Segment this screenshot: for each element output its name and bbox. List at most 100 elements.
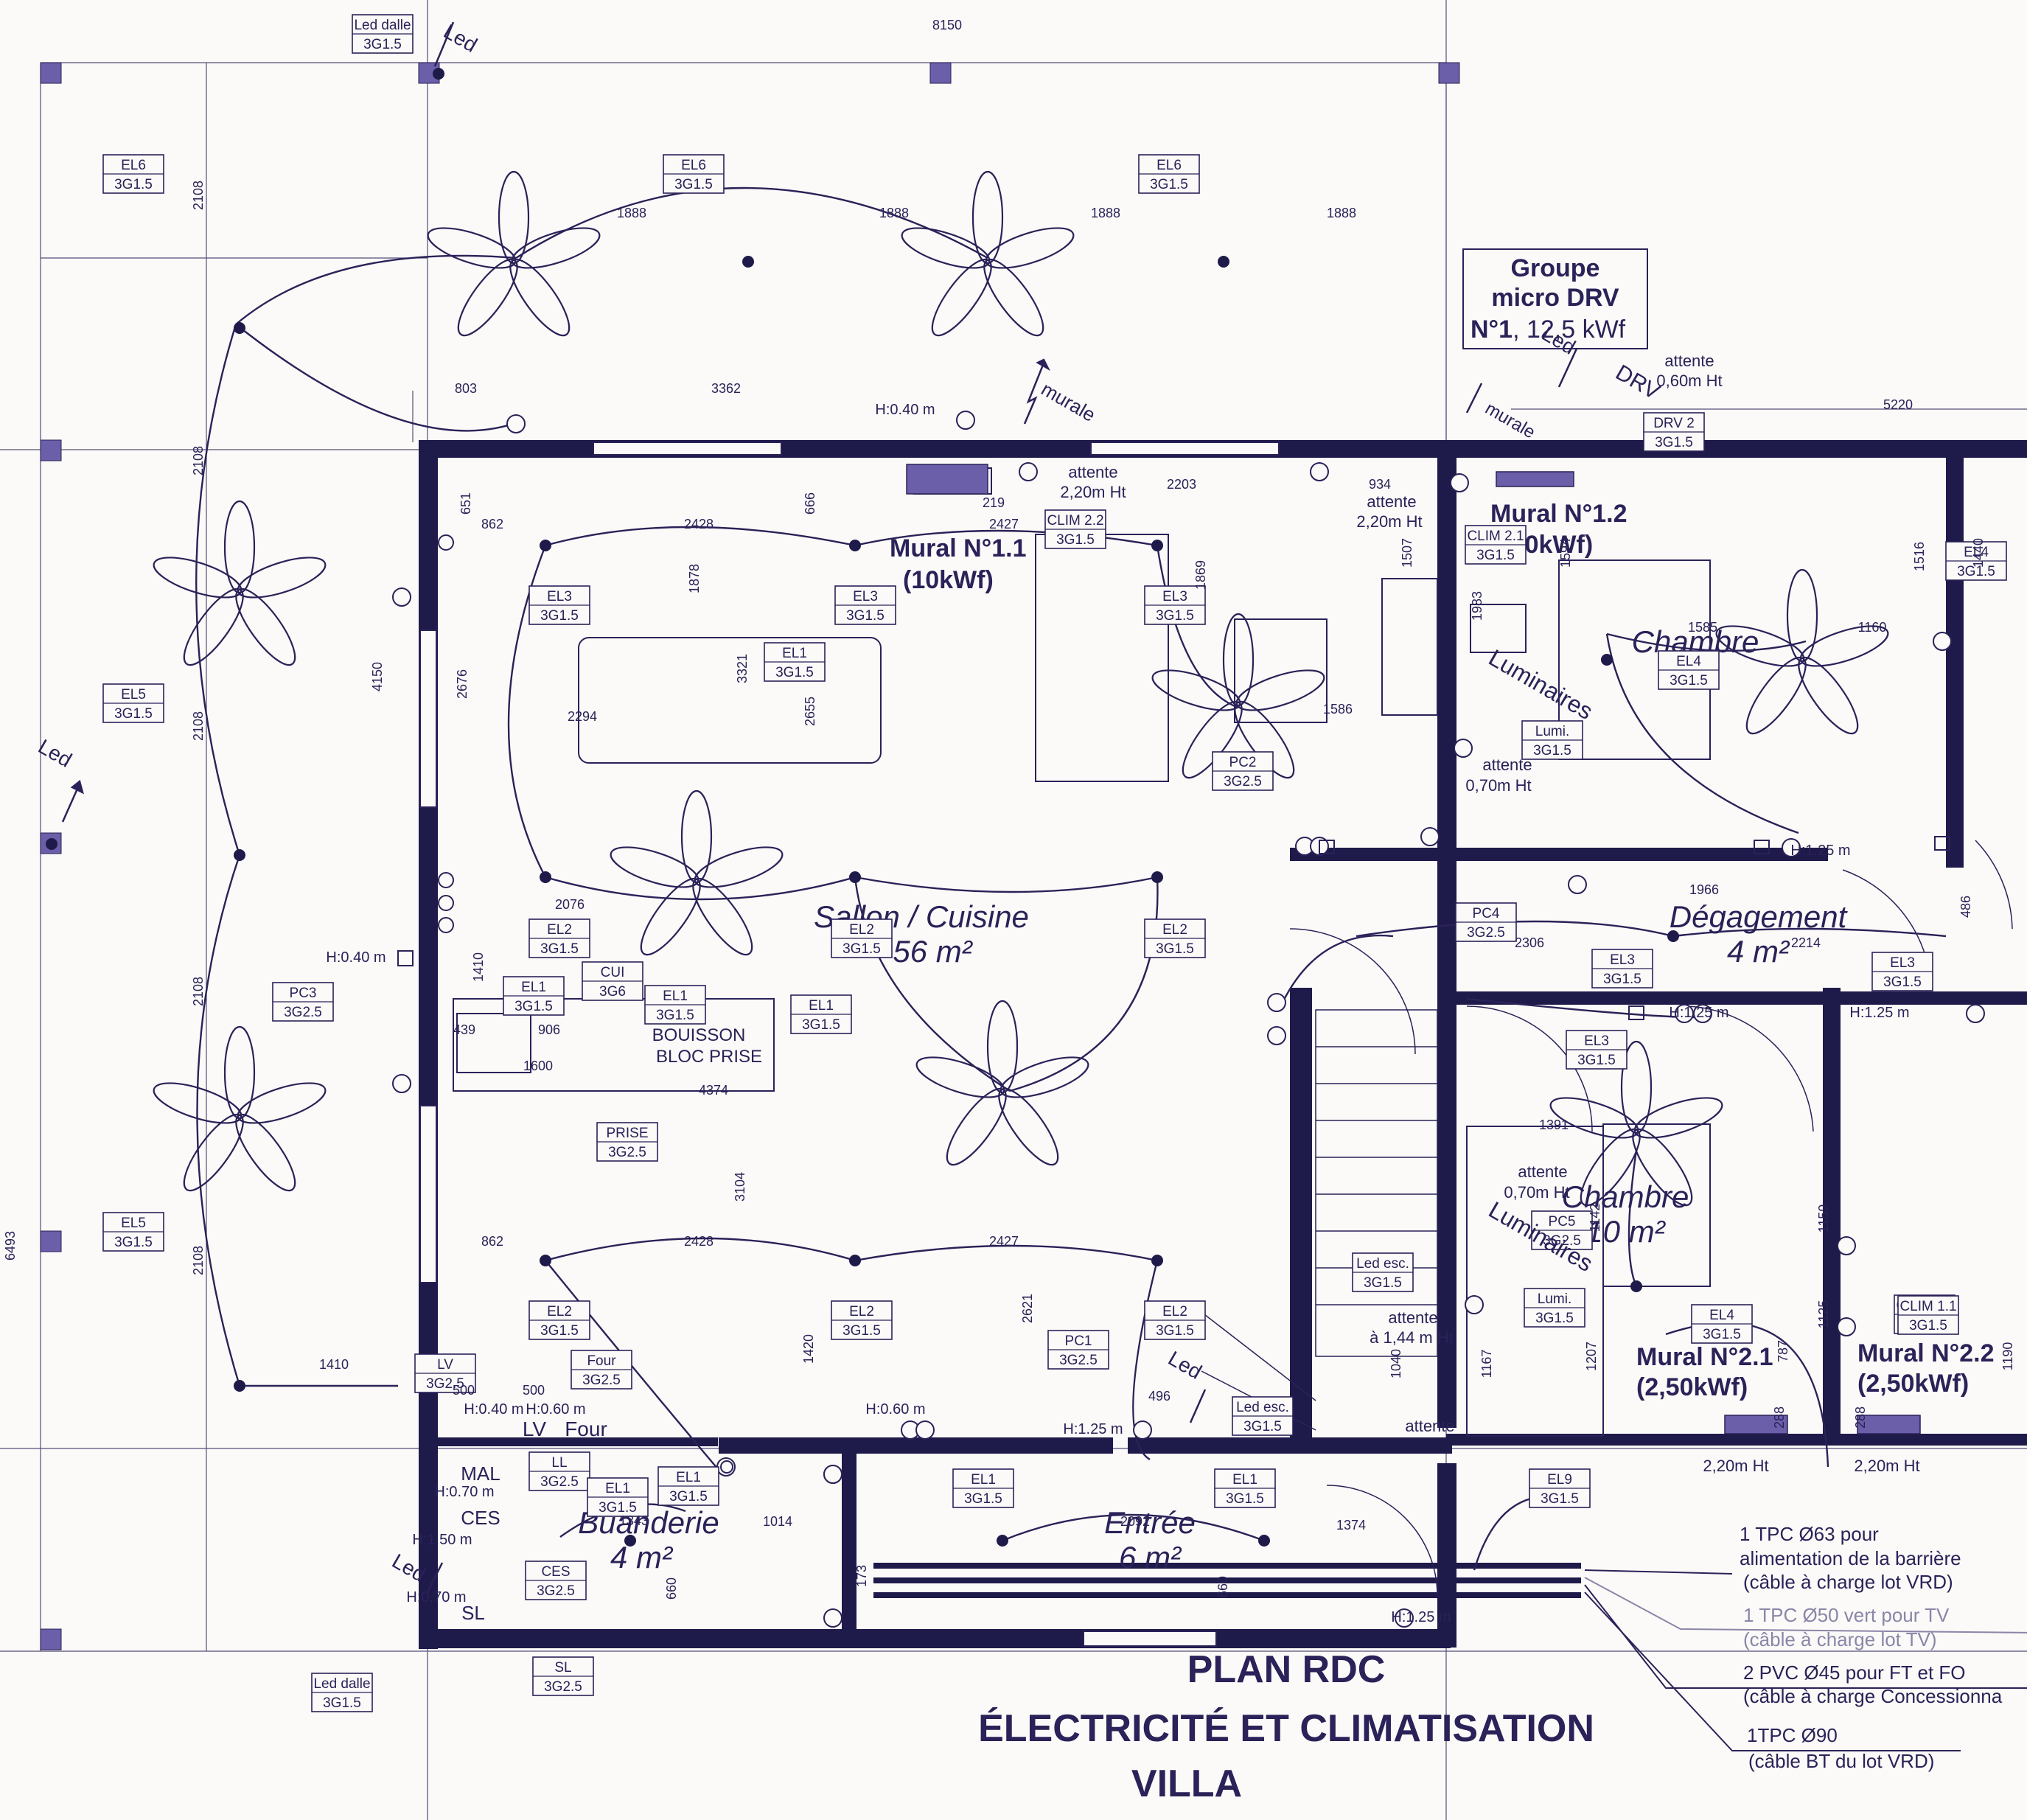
device-label: BOUISSON [652, 1025, 746, 1045]
stairs [1201, 1009, 1438, 1431]
dimension-value: 219 [983, 495, 1005, 510]
dimension-value: 2108 [191, 1246, 206, 1275]
dimension-value: 1190 [2000, 1342, 2015, 1371]
circuit-cable: 3G1.5 [674, 177, 713, 192]
circuit-cable: 3G1.5 [775, 665, 814, 680]
dimension-value: 1507 [1400, 538, 1414, 568]
mounting-height: H:1.25 m [1849, 1005, 1909, 1021]
room-area: 4 m² [610, 1540, 674, 1575]
attente-note: à 1,44 m Ht [1370, 1328, 1454, 1347]
circuit-cable: 3G1.5 [114, 177, 153, 192]
circuit-label: PC5 3G2.5 [1531, 1210, 1593, 1250]
circuit-id: CLIM 2.1 [1467, 529, 1524, 544]
svg-text:N°1, 12,5 kWf: N°1, 12,5 kWf [1470, 315, 1626, 344]
dimension-value: 1167 [1479, 1350, 1494, 1378]
walls [419, 440, 2027, 1649]
circuit-cable: 3G2.5 [1467, 925, 1505, 941]
circuit-id: Led esc. [1236, 1400, 1289, 1415]
dimension-value: 1594 [1558, 538, 1573, 568]
circuit-id: PC2 [1229, 755, 1257, 770]
dimension-value: 2428 [684, 517, 714, 531]
circuit-cable: 3G1.5 [1535, 1311, 1574, 1326]
dimension-value: 8150 [932, 18, 962, 32]
ac-unit-name: Mural N°2.1 [1636, 1343, 1773, 1371]
circuit-cable: 3G1.5 [1670, 673, 1708, 688]
circuit-cable: 3G1.5 [1883, 974, 1922, 990]
circuit-id: PC3 [290, 986, 317, 1001]
hvac-group: Groupe micro DRV N°1, 12,5 kWf [1462, 248, 1648, 349]
dimension-value: 666 [803, 492, 817, 515]
circuit-cable: 3G1.5 [1364, 1275, 1402, 1291]
dimension-value: 1440 [1971, 538, 1986, 568]
device-label: BLOC PRISE [656, 1047, 762, 1067]
circuit-cable: 3G2.5 [544, 1679, 582, 1695]
circuit-id: Led esc. [1356, 1256, 1409, 1272]
circuit-cable: 3G1.5 [540, 941, 579, 957]
dimension-value: 1888 [1091, 206, 1120, 220]
circuit-label: LL 3G2.5 [528, 1451, 590, 1491]
dimension-value: 1374 [1336, 1518, 1366, 1533]
attente-note: 2,20m Ht [1060, 483, 1126, 501]
circuit-cable: 3G1.5 [1957, 564, 1995, 579]
wall-socket-icon [392, 411, 1985, 1628]
circuit-cable: 3G1.5 [842, 941, 881, 957]
circuit-cable: 3G2.5 [537, 1583, 575, 1599]
circuit-cable: 3G1.5 [1156, 941, 1194, 957]
dimension-value: 1888 [1327, 206, 1356, 220]
circuit-cable: 3G1.5 [1150, 177, 1188, 192]
device-label: Four [565, 1418, 607, 1440]
circuit-id: DRV 2 [1653, 416, 1695, 431]
mounting-height: H:1.25 m [1669, 1005, 1728, 1021]
note-line: (câble BT du lot VRD) [1748, 1750, 1934, 1772]
wiring [195, 186, 1947, 1571]
room-labels: Sallon / Cuisine 56 m² Dégagement 4 m² C… [578, 624, 1848, 1575]
note-line: 1 TPC Ø50 vert pour TV [1743, 1604, 1950, 1626]
circuit-cable: 3G1.5 [964, 1491, 1002, 1507]
dimension-value: 1878 [687, 564, 702, 593]
circuit-id: EL4 [1709, 1308, 1734, 1323]
title-line-2: ÉLECTRICITÉ ET CLIMATISATION [978, 1707, 1594, 1750]
attente-note: 0,70m Ht [1465, 776, 1531, 795]
dimension-value: 1586 [1323, 702, 1353, 717]
dimension-value: 486 [1958, 896, 1973, 918]
mounting-height: H:1.25 m [1790, 843, 1850, 859]
dimension-value: 2428 [684, 1234, 714, 1249]
circuit-cable: 3G1.5 [514, 999, 553, 1014]
dimension-value: 4150 [370, 662, 385, 691]
circuit-id: CLIM 2.2 [1047, 513, 1103, 529]
circuit-id: LL [551, 1455, 567, 1471]
circuit-id: PC4 [1473, 906, 1500, 921]
circuit-cable: 3G1.5 [540, 608, 579, 624]
circuit-cable: 3G2.5 [1059, 1353, 1098, 1368]
dimension-value: 660 [1215, 1576, 1230, 1598]
mounting-height: H:0.60 m [526, 1401, 585, 1418]
circuit-id: EL1 [663, 989, 688, 1004]
circuit-cable: 3G1.5 [1056, 532, 1095, 548]
circuit-id: PC5 [1549, 1214, 1576, 1230]
circuit-cable: 3G2.5 [540, 1474, 579, 1490]
mounting-height: H:0.60 m [865, 1401, 925, 1418]
circuit-cable: 3G1.5 [669, 1489, 708, 1505]
note-line: (câble à charge lot TV) [1743, 1628, 1937, 1650]
circuit-cable: 3G2.5 [1543, 1233, 1581, 1249]
attente-note: 0,60m Ht [1656, 372, 1722, 390]
hvac-group-line2: micro DRV [1491, 284, 1619, 312]
